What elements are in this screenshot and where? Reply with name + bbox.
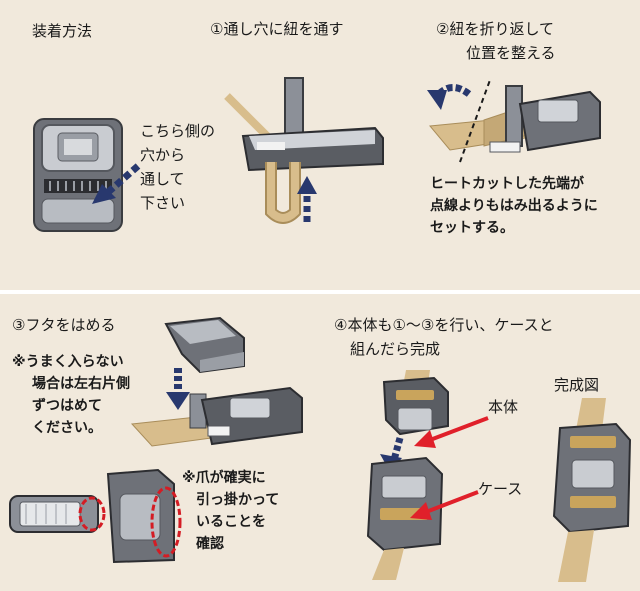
step3-title: ③フタをはめる	[12, 316, 116, 334]
bottom-panel: ③フタをはめる ※うまく入らない 場合は左右片側 ずつはめて ください。	[0, 294, 640, 591]
step2-title-1: ②紐を折り返して	[436, 20, 554, 38]
step4-label-case: ケース	[478, 480, 523, 498]
step3-note-1: ※うまく入らない	[12, 354, 124, 370]
step2-note-1: ヒートカットした先端が	[430, 176, 584, 192]
step3-note-4: ください。	[32, 420, 102, 436]
arrow-down-icon	[92, 163, 141, 204]
divider	[0, 290, 640, 294]
arrow-red-icon	[410, 490, 479, 520]
step3-note-2: 場合は左右片側	[32, 376, 130, 392]
method-note-3: 通して	[140, 170, 185, 188]
step3-check-1: ※爪が確実に	[182, 470, 266, 486]
method-title: 装着方法	[32, 22, 93, 40]
step4-title-2: 組んだら完成	[350, 340, 441, 358]
rotate-arrow-icon	[427, 84, 472, 110]
step4-label-body: 本体	[488, 398, 519, 416]
step3-check-4: 確認	[196, 536, 224, 552]
step4-title-1: ④本体も①〜③を行い、ケースと	[334, 316, 554, 334]
step3-check-2: 引っ掛かって	[196, 492, 280, 508]
top-panel: 装着方法 こちら側の 穴から 通して 下さい ①通し穴に紐を通す	[0, 0, 640, 290]
step3-check-3: いることを	[196, 514, 266, 530]
step2-note-2: 点線よりもはみ出るように	[430, 198, 598, 214]
method-note-4: 下さい	[140, 194, 186, 212]
buckle-lid-press-icon	[130, 368, 303, 447]
method-note-2: 穴から	[140, 146, 186, 164]
buckle-complete-icon	[552, 398, 632, 582]
arrow-red-icon	[414, 416, 489, 448]
buckle-assembly-icon	[366, 370, 449, 580]
buckle-claw-detail-icon	[106, 468, 182, 564]
step1-title: ①通し穴に紐を通す	[210, 20, 344, 38]
buckle-front-icon	[33, 118, 123, 232]
step2-title-2: 位置を整える	[466, 44, 556, 62]
step4-label-done: 完成図	[554, 376, 600, 394]
step3-note-3: ずつはめて	[32, 398, 102, 414]
step2-note-3: セットする。	[430, 220, 514, 236]
buckle-fold-icon	[429, 79, 601, 163]
buckle-end-view-icon	[9, 495, 106, 533]
lid-icon	[164, 316, 245, 374]
buckle-side-open-icon	[224, 77, 384, 224]
method-note-1: こちら側の	[140, 122, 216, 140]
